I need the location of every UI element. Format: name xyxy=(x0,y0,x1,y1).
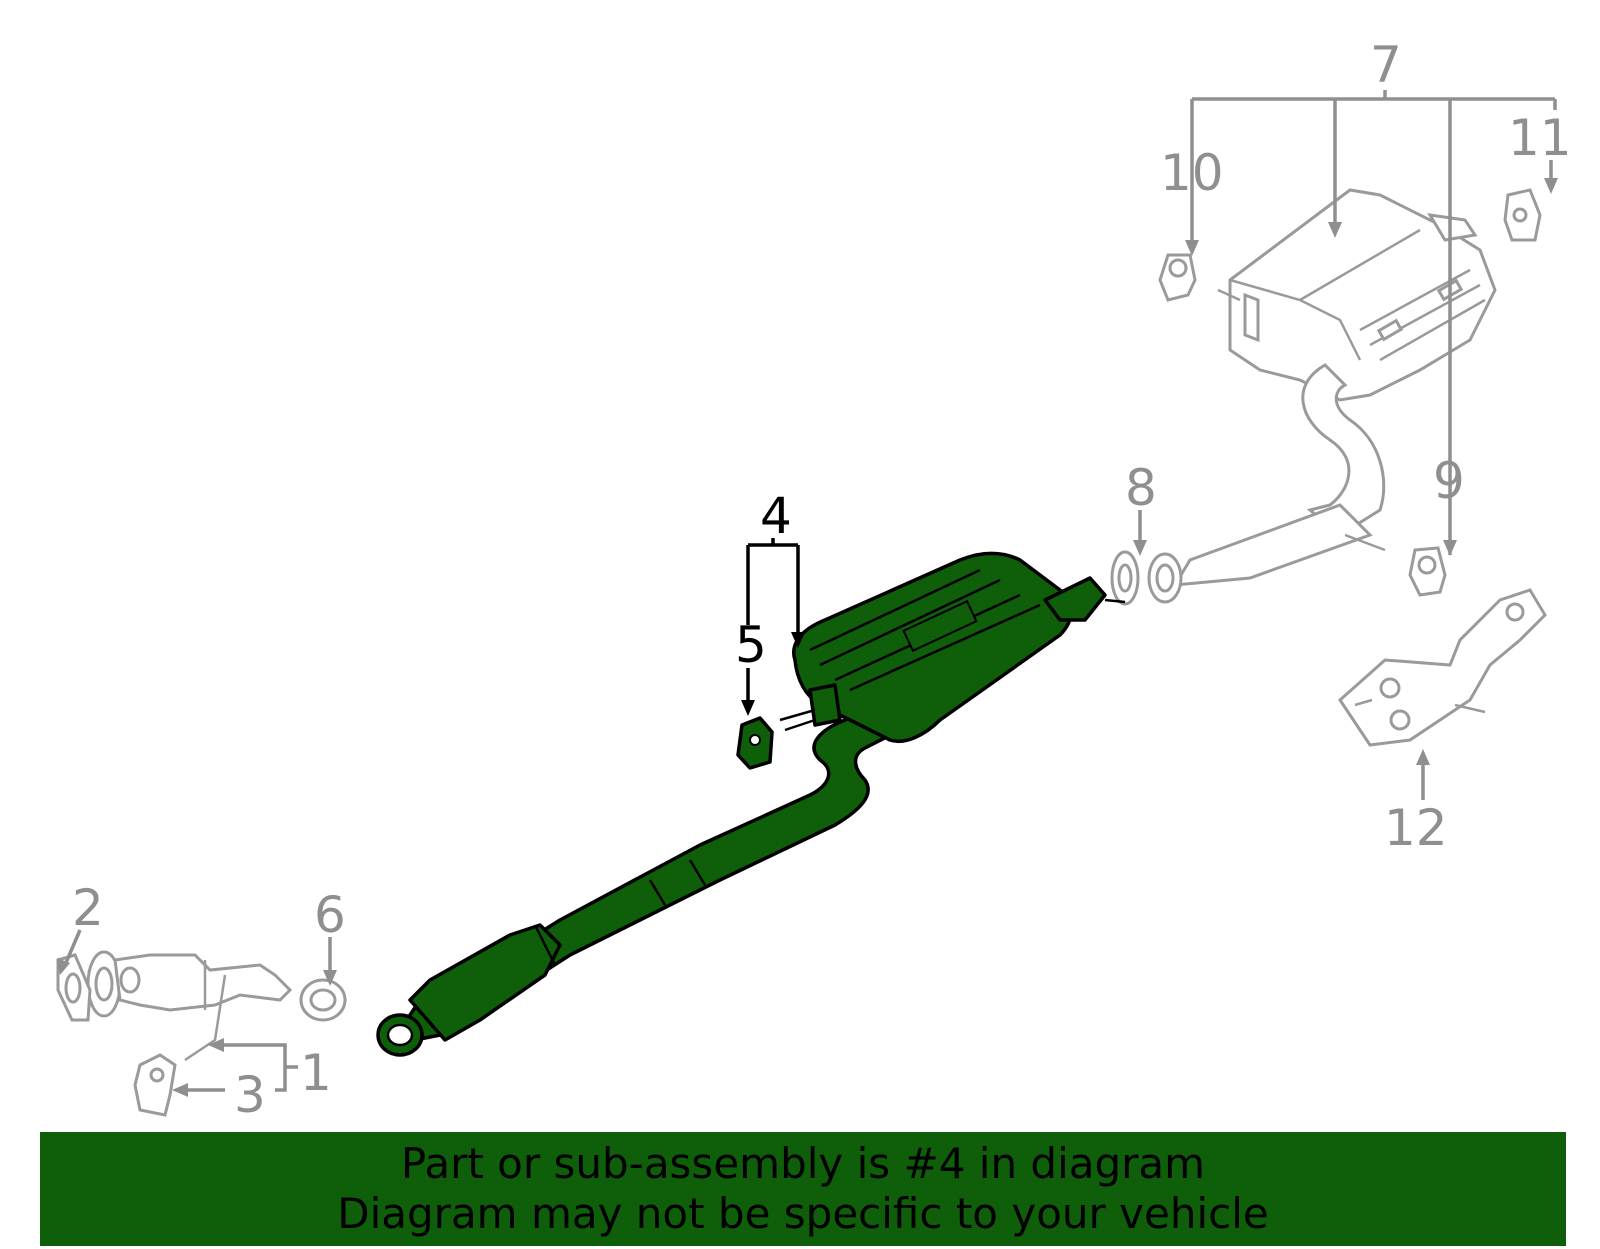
callout-9[interactable]: 9 xyxy=(1433,452,1465,510)
info-banner: Part or sub-assembly is #4 in diagram Di… xyxy=(40,1132,1566,1246)
leader-4 xyxy=(746,538,800,640)
callout-3[interactable]: 3 xyxy=(234,1066,266,1124)
gasket-8[interactable] xyxy=(1110,550,1140,606)
hanger-9[interactable] xyxy=(1408,546,1447,597)
leader-2 xyxy=(63,929,82,966)
gasket-2[interactable] xyxy=(56,953,92,1022)
callout-12[interactable]: 12 xyxy=(1384,799,1448,857)
hanger-3[interactable] xyxy=(133,1053,177,1117)
gasket-6[interactable] xyxy=(299,978,347,1022)
leader-1 xyxy=(215,1043,298,1092)
callout-2[interactable]: 2 xyxy=(72,879,104,937)
heat-shield-12[interactable] xyxy=(1338,588,1547,747)
banner-line-1: Part or sub-assembly is #4 in diagram xyxy=(400,1139,1206,1188)
leader-7 xyxy=(1190,90,1557,555)
hanger-11[interactable] xyxy=(1503,188,1542,242)
callout-1[interactable]: 1 xyxy=(300,1044,332,1102)
callout-6[interactable]: 6 xyxy=(314,886,346,944)
banner-line-2: Diagram may not be specific to your vehi… xyxy=(337,1189,1269,1238)
callout-4[interactable]: 4 xyxy=(760,487,792,545)
callout-8[interactable]: 8 xyxy=(1125,459,1157,517)
callout-11[interactable]: 11 xyxy=(1508,109,1572,167)
hanger-10[interactable] xyxy=(1158,253,1197,302)
front-pipe-catalyst-1[interactable] xyxy=(86,950,293,1062)
callout-7[interactable]: 7 xyxy=(1370,36,1402,94)
insulator-5[interactable] xyxy=(736,716,774,770)
callout-5[interactable]: 5 xyxy=(735,616,767,674)
center-pipe-muffler-4[interactable] xyxy=(376,551,1126,1057)
callout-10[interactable]: 10 xyxy=(1160,144,1224,202)
rear-muffler-assembly[interactable] xyxy=(1147,188,1497,604)
